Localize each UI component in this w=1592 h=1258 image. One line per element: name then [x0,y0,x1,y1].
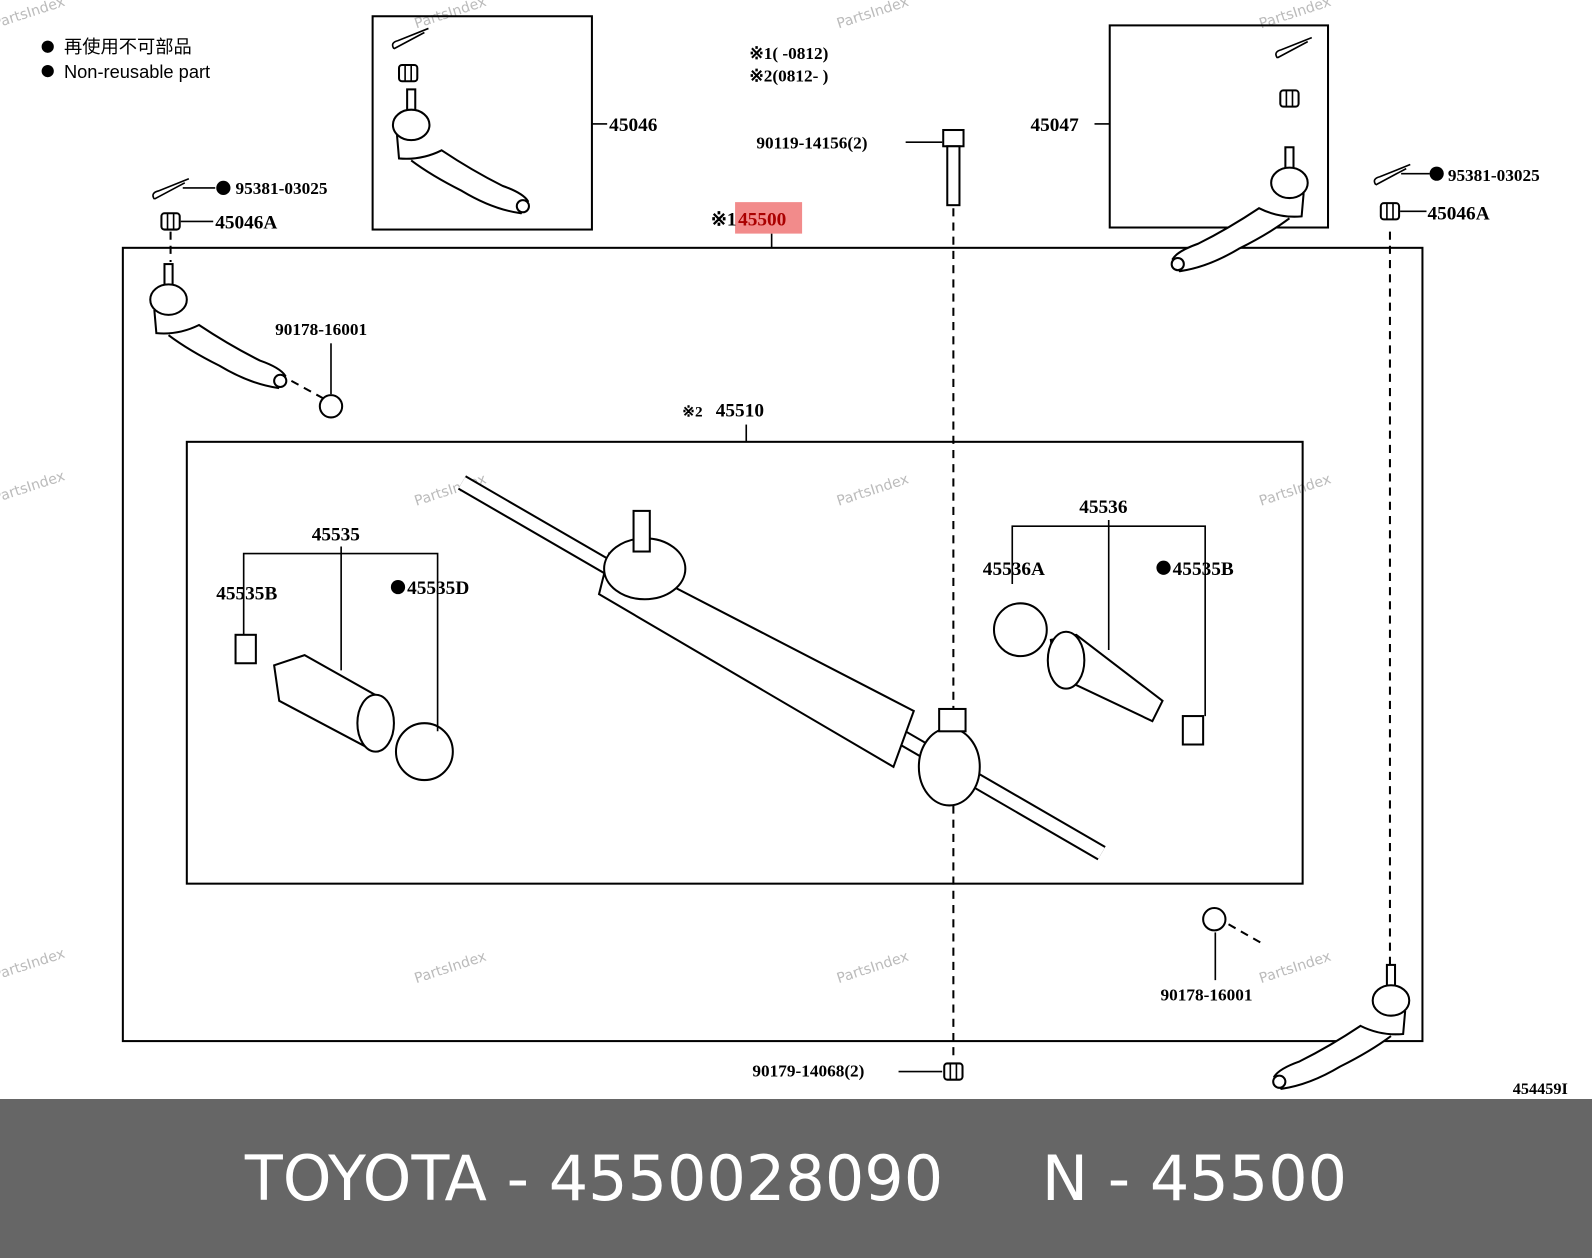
lock-nut-icon [1202,907,1227,932]
tie-rod-end-rh-box [1108,24,1330,229]
parts-diagram: PartsIndex PartsIndex PartsIndex PartsIn… [0,0,1568,1098]
label-nut-right[interactable]: 45046A [1428,203,1490,224]
note-1: ※1( -0812) [749,44,828,63]
rack-box [185,440,1304,885]
watermark: PartsIndex [0,0,67,32]
tie-rod-end-icon [1272,963,1411,1090]
boot-left-icon [234,633,454,782]
non-reusable-dot-icon [1156,560,1171,575]
bullet-icon [41,40,54,53]
cotter-pin-icon [1275,36,1313,59]
label-rack[interactable]: 45510 [716,400,764,421]
bolt-icon [942,128,965,207]
rack-mark: ※2 [682,403,702,420]
watermarks: PartsIndex PartsIndex PartsIndex PartsIn… [0,0,1333,987]
watermark: PartsIndex [835,949,911,987]
lock-nut-icon [318,394,344,419]
tie-rod-end-lh-icon [391,88,530,215]
tie-rod-end-lh-box [371,15,593,231]
label-bolt[interactable]: 90119-14156(2) [756,133,867,152]
leader-lines [180,123,1430,1073]
cotter-pin-icon [1373,163,1412,186]
castle-nut-icon [1279,89,1300,108]
non-reusable-dot-icon [1429,166,1444,181]
label-nut-bottom[interactable]: 90179-14068(2) [752,1062,864,1081]
label-cotter-pin-right[interactable]: 95381-03025 [1448,166,1540,185]
watermark: PartsIndex [0,468,67,506]
label-cotter-pin-left[interactable]: 95381-03025 [236,179,328,198]
castle-nut-icon [160,212,181,231]
note-2: ※2(0812- ) [749,66,828,85]
label-45046[interactable]: 45046 [609,115,658,136]
nut-axis-line [290,379,324,400]
castle-nut-icon [397,63,419,83]
illustration-id: 454459I [1513,1080,1568,1098]
label-clamp-left[interactable]: 45535D [407,578,469,599]
watermark: PartsIndex [1257,471,1333,509]
tie-rod-end-rh-icon [1170,146,1309,273]
watermark: PartsIndex [1257,0,1333,32]
watermark: PartsIndex [413,949,489,987]
castle-nut-icon [1379,202,1401,221]
watermark: PartsIndex [835,0,911,32]
label-clip-right[interactable]: 45535B [1173,559,1234,580]
label-clamp-right[interactable]: 45536A [983,559,1045,580]
assembly-box [121,246,1424,1043]
watermark: PartsIndex [1257,949,1333,987]
assembly-mark: ※1 [711,209,737,230]
bullet-icon [41,65,54,78]
label-assembly[interactable]: 45500 [738,209,786,230]
legend-jp: 再使用不可部品 [64,36,192,57]
non-reusable-dot-icon [390,579,406,595]
cotter-pin-icon [152,177,190,200]
footer-bar: TOYOTA - 4550028090 N - 45500 [0,1099,1592,1258]
tie-rod-end-icon [149,263,288,390]
nut-icon [943,1062,964,1081]
label-boot-kit-left[interactable]: 45535 [312,524,360,545]
footer-title: TOYOTA - 4550028090 N - 45500 [244,1142,1348,1215]
label-lock-nut-right[interactable]: 90178-16001 [1160,985,1252,1004]
label-lock-nut-left[interactable]: 90178-16001 [275,320,367,339]
non-reusable-dot-icon [216,180,231,196]
label-clip-left[interactable]: 45535B [216,583,277,604]
cotter-pin-icon [391,27,430,50]
watermark: PartsIndex [0,946,67,984]
label-45047[interactable]: 45047 [1031,115,1080,136]
label-nut-left[interactable]: 45046A [215,213,277,234]
watermark: PartsIndex [835,471,911,509]
assembly-highlight [735,202,803,234]
boot-right-icon [992,602,1205,746]
nut-axis-line [1228,923,1265,946]
steering-rack-icon [457,475,1106,861]
legend-en: Non-reusable part [64,61,210,82]
label-boot-kit-right[interactable]: 45536 [1079,497,1128,518]
